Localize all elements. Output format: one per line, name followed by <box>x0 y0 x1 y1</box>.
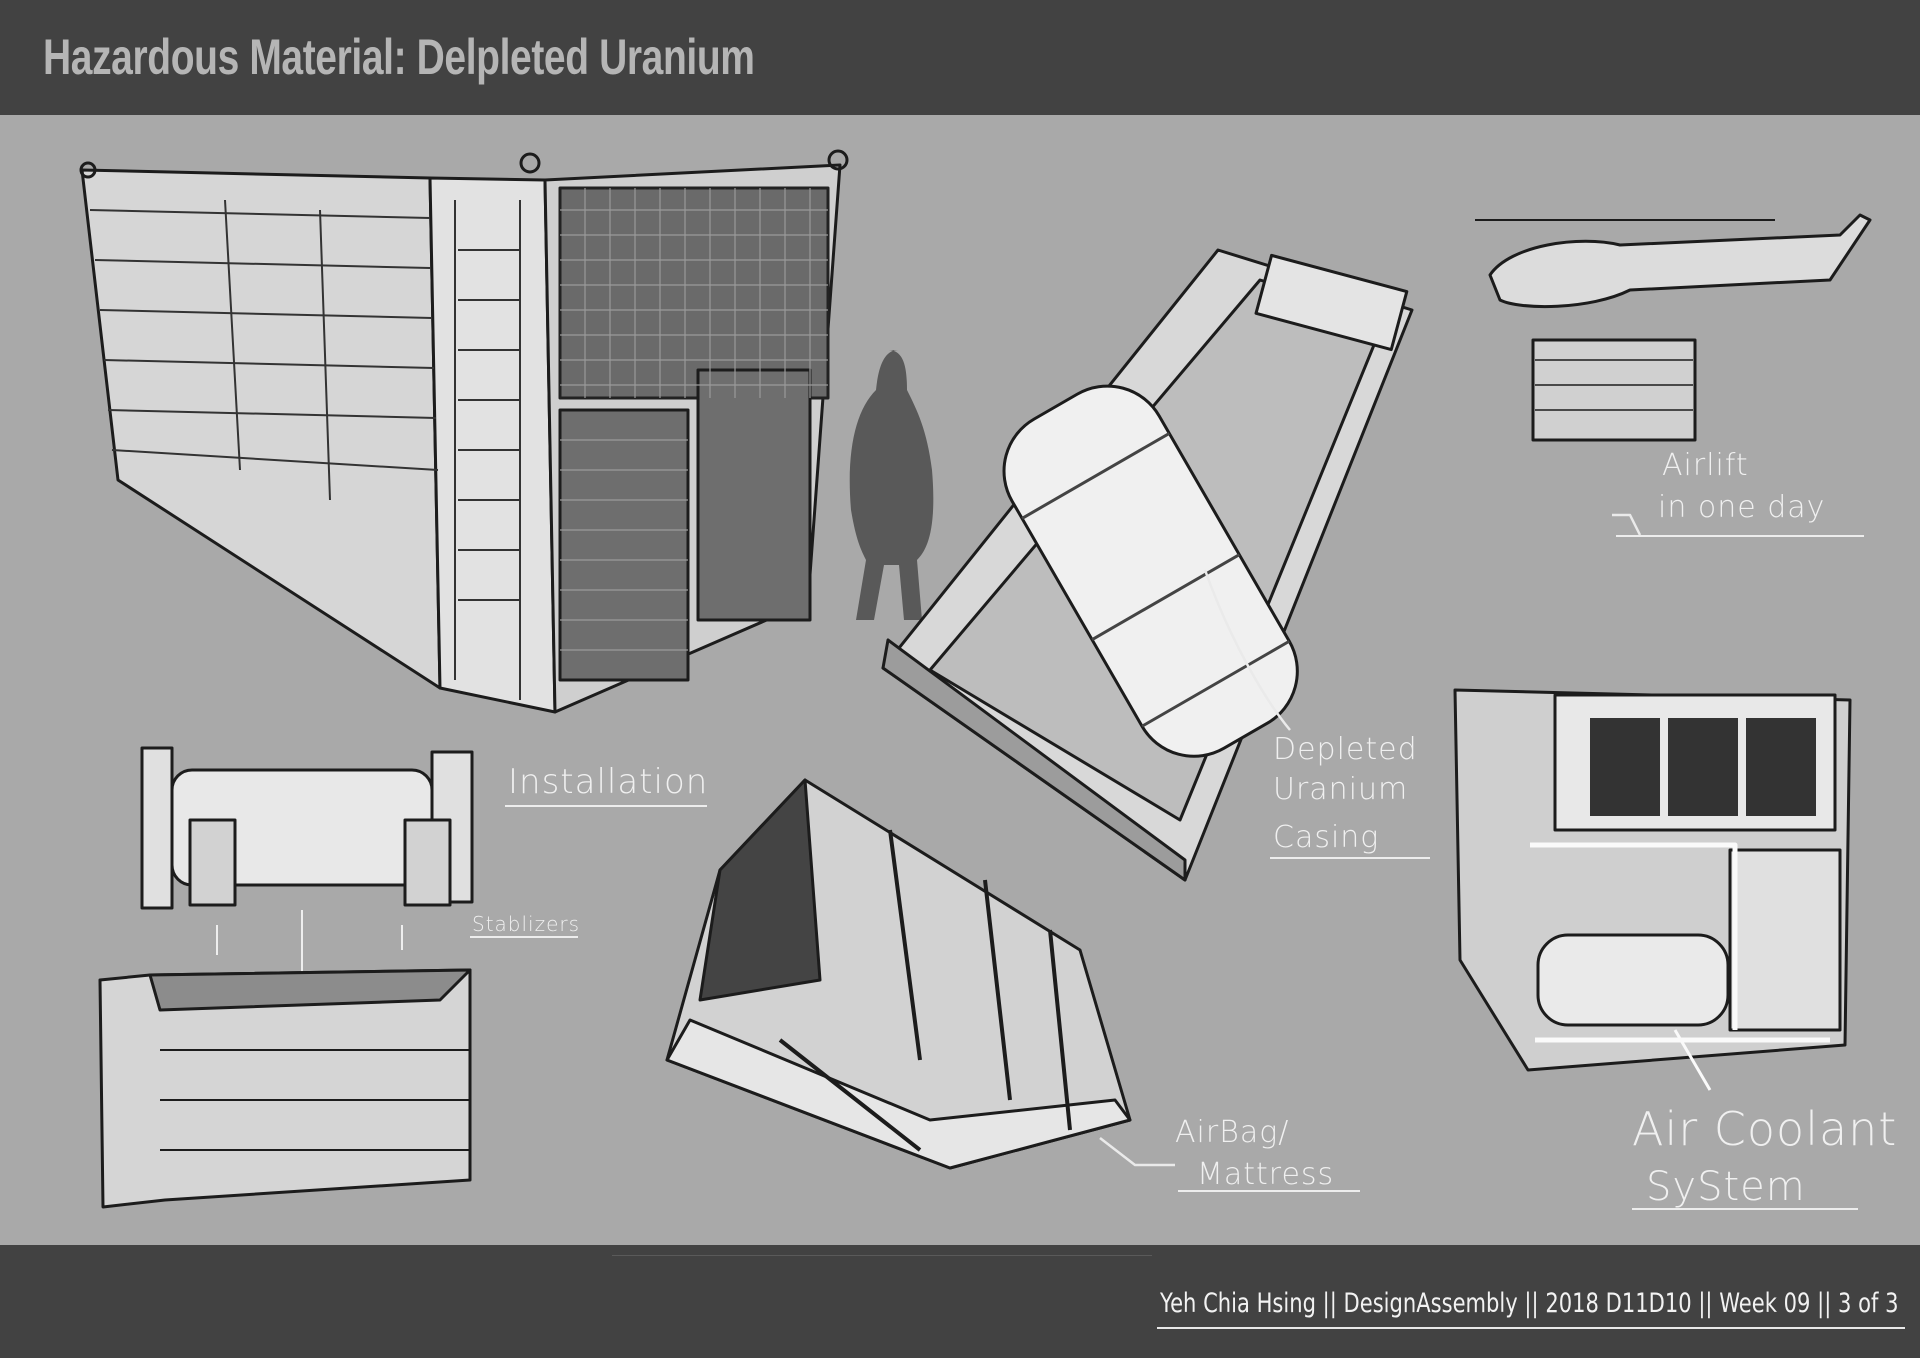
main-crate-sketch <box>79 149 849 714</box>
airlift-pointer <box>1612 513 1642 536</box>
page-title: Hazardous Material: Delpleted Uranium <box>43 29 755 85</box>
casing-line-2: Uranium <box>1273 772 1409 807</box>
airbag-underline <box>1178 1190 1360 1192</box>
header-bar <box>0 0 1920 115</box>
credit-underline <box>1157 1327 1905 1329</box>
airbag-label: AirBag/ Mattress <box>1175 1112 1334 1196</box>
coolant-line-2: SyStem <box>1646 1164 1806 1210</box>
helicopter-sketch <box>1475 213 1872 442</box>
open-container-sketch <box>881 248 1414 882</box>
casing-label: Depleted Uranium Casing <box>1273 730 1418 858</box>
footer-divider <box>612 1255 1152 1256</box>
coolant-underline <box>1632 1208 1858 1210</box>
footer-bar <box>0 1245 1920 1358</box>
artist-credit: Yeh Chia Hsing || DesignAssembly || 2018… <box>1160 1288 1899 1319</box>
airbag-crate-sketch <box>665 778 1132 1170</box>
coolant-line-1: Air Coolant <box>1632 1102 1898 1156</box>
stabilizers-underline <box>470 936 578 938</box>
installation-underline <box>505 805 707 807</box>
airbag-pointer <box>1099 1137 1175 1167</box>
installation-label: Installation <box>508 762 709 802</box>
casing-line-1: Depleted <box>1273 732 1418 767</box>
casing-line-3: Casing <box>1273 820 1380 855</box>
human-silhouette <box>849 350 934 620</box>
coolant-crate-sketch <box>1453 688 1852 1091</box>
airlift-line-1: Airlift <box>1662 448 1749 483</box>
airlift-label: Airlift in one day <box>1658 445 1825 529</box>
coolant-label: Air Coolant SyStem <box>1632 1100 1897 1216</box>
casing-pointer <box>1203 569 1291 731</box>
airbag-line-2: Mattress <box>1197 1157 1335 1192</box>
installation-sketch <box>98 746 474 1209</box>
stabilizers-label: Stablizers <box>472 912 581 936</box>
airbag-line-1: AirBag/ <box>1175 1115 1290 1150</box>
airlift-line-2: in one day <box>1658 490 1826 525</box>
casing-underline <box>1270 857 1430 859</box>
airlift-underline <box>1616 535 1864 537</box>
